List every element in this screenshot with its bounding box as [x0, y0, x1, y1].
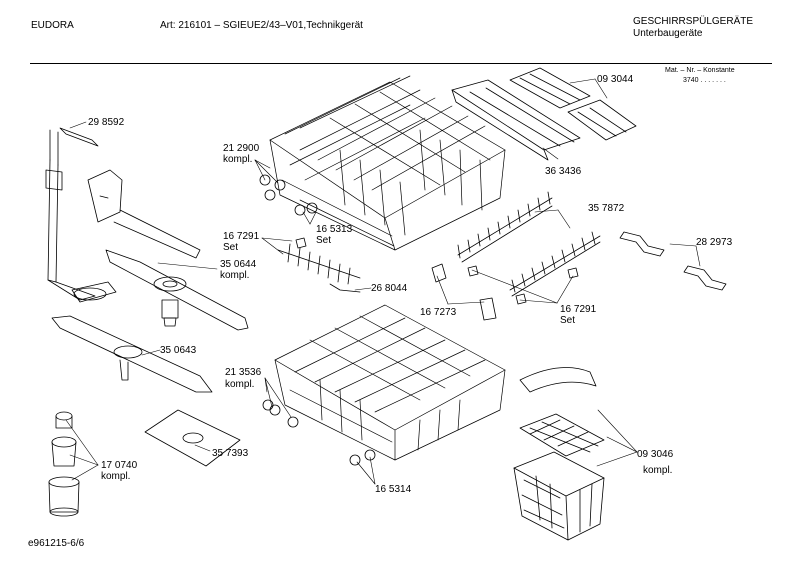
subcategory-label: Unterbaugeräte — [633, 28, 703, 39]
part-label-165313: 16 5313 — [316, 224, 353, 235]
strainer-plate-part — [144, 409, 241, 467]
brand-label: EUDORA — [31, 20, 74, 31]
part-label-167273: 16 7273 — [420, 307, 457, 318]
part-label-213536-sub: kompl. — [225, 379, 255, 390]
part-label-167291-right: 16 7291 — [560, 304, 597, 315]
part-label-170740: 17 0740 — [101, 460, 138, 471]
part-label-165313-sub: Set — [316, 235, 332, 246]
part-label-170740-sub: kompl. — [101, 471, 131, 482]
leader-lines — [65, 78, 701, 485]
tine-holder-part — [619, 231, 727, 291]
lower-spray-arm-part — [51, 315, 213, 393]
lower-basket-wheels — [262, 399, 376, 466]
drawing-code: e961215-6/6 — [28, 538, 85, 549]
part-label-093046-sub: kompl. — [643, 465, 673, 476]
cutlery-tray-part — [451, 79, 581, 161]
part-label-213536: 21 3536 — [225, 367, 262, 378]
part-label-357872: 35 7872 — [588, 203, 625, 214]
part-label-268044: 26 8044 — [371, 283, 408, 294]
upper-basket-wheels — [259, 174, 318, 216]
mat-number-value: 3740 . . . . . . . — [683, 77, 726, 84]
upper-spray-arm-part — [87, 169, 249, 331]
part-label-350644: 35 0644 — [220, 259, 257, 270]
part-label-282973: 28 2973 — [696, 237, 733, 248]
upper-basket-part — [269, 75, 506, 251]
part-label-167291-left-sub: Set — [223, 242, 239, 253]
header-rule — [30, 63, 772, 64]
part-label-363436: 36 3436 — [545, 166, 582, 177]
part-label-165314: 16 5314 — [375, 484, 412, 495]
part-label-212900-sub: kompl. — [223, 154, 253, 165]
cutlery-rack-part — [509, 67, 637, 141]
filter-assembly-part — [48, 411, 80, 517]
feed-tube-part — [45, 127, 117, 303]
part-label-167291-left: 16 7291 — [223, 231, 260, 242]
category-label: GESCHIRRSPÜLGERÄTE — [633, 16, 754, 27]
part-label-212900: 21 2900 — [223, 143, 260, 154]
part-label-167291-right-sub: Set — [560, 315, 576, 326]
part-label-350643: 35 0643 — [160, 345, 197, 356]
lower-basket-part — [274, 304, 506, 461]
part-label-093046: 09 3046 — [637, 449, 674, 460]
part-label-298592: 29 8592 — [88, 117, 125, 128]
part-label-357393: 35 7393 — [212, 448, 249, 459]
part-label-350644-sub: kompl. — [220, 270, 250, 281]
small-tine-row-part — [277, 237, 361, 293]
cutlery-basket-part — [513, 367, 605, 541]
article-label: Art: 216101 – SGIEUE2/43–V01,Technikgerä… — [160, 20, 363, 31]
rack-clips-part — [431, 263, 579, 321]
folding-tines-part — [457, 191, 601, 297]
mat-number-heading: Mat. – Nr. – Konstante — [665, 67, 735, 74]
part-label-093044: 09 3044 — [597, 74, 634, 85]
